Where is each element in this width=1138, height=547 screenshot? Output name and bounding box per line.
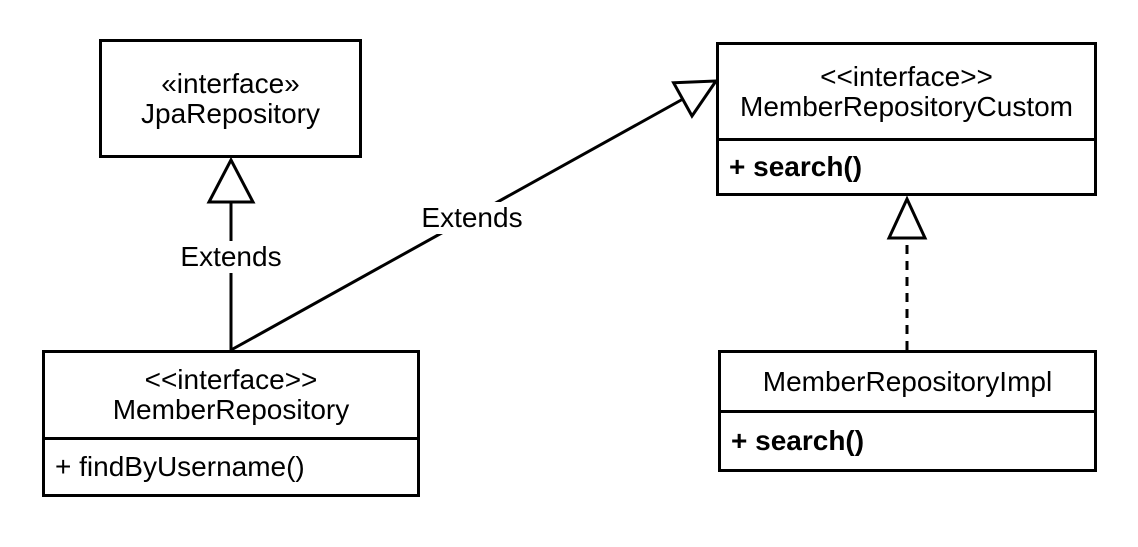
class-name: MemberRepositoryCustom [740, 90, 1073, 122]
class-name: JpaRepository [141, 97, 320, 129]
class-box-memberrepositoryimpl: MemberRepositoryImpl + search() [718, 350, 1097, 472]
method-findbyusername: + findByUsername() [55, 451, 305, 482]
method-compartment: + search() [721, 410, 1094, 469]
class-box-memberrepository: <<interface>> MemberRepository + findByU… [42, 350, 420, 497]
class-stereotype: <<interface>> [820, 60, 993, 92]
method-compartment: + findByUsername() [45, 437, 417, 494]
class-title: «interface» JpaRepository [102, 42, 359, 155]
hollow-triangle-arrowhead [206, 156, 256, 204]
extends-label-member-to-jpa: Extends [171, 241, 291, 273]
hollow-triangle-arrowhead [671, 79, 719, 119]
method-search: + search() [729, 151, 863, 182]
class-title: MemberRepositoryImpl [721, 353, 1094, 410]
extends-label-member-to-custom: Extends [412, 202, 532, 234]
class-stereotype: <<interface>> [144, 364, 318, 395]
class-title: <<interface>> MemberRepositoryCustom [719, 45, 1094, 138]
class-stereotype: «interface» [161, 67, 300, 99]
class-name: MemberRepository [112, 394, 350, 425]
hollow-triangle-arrowhead [886, 195, 928, 240]
method-compartment: + search() [719, 138, 1094, 193]
class-name: MemberRepositoryImpl [762, 365, 1053, 397]
method-search: + search() [731, 425, 865, 456]
realization-impl-to-custom [886, 195, 928, 350]
class-title: <<interface>> MemberRepository [45, 353, 417, 437]
class-box-memberrepositorycustom: <<interface>> MemberRepositoryCustom + s… [716, 42, 1097, 196]
generalization-member-to-jpa [206, 156, 256, 350]
class-box-jparepository: «interface» JpaRepository [99, 39, 362, 158]
